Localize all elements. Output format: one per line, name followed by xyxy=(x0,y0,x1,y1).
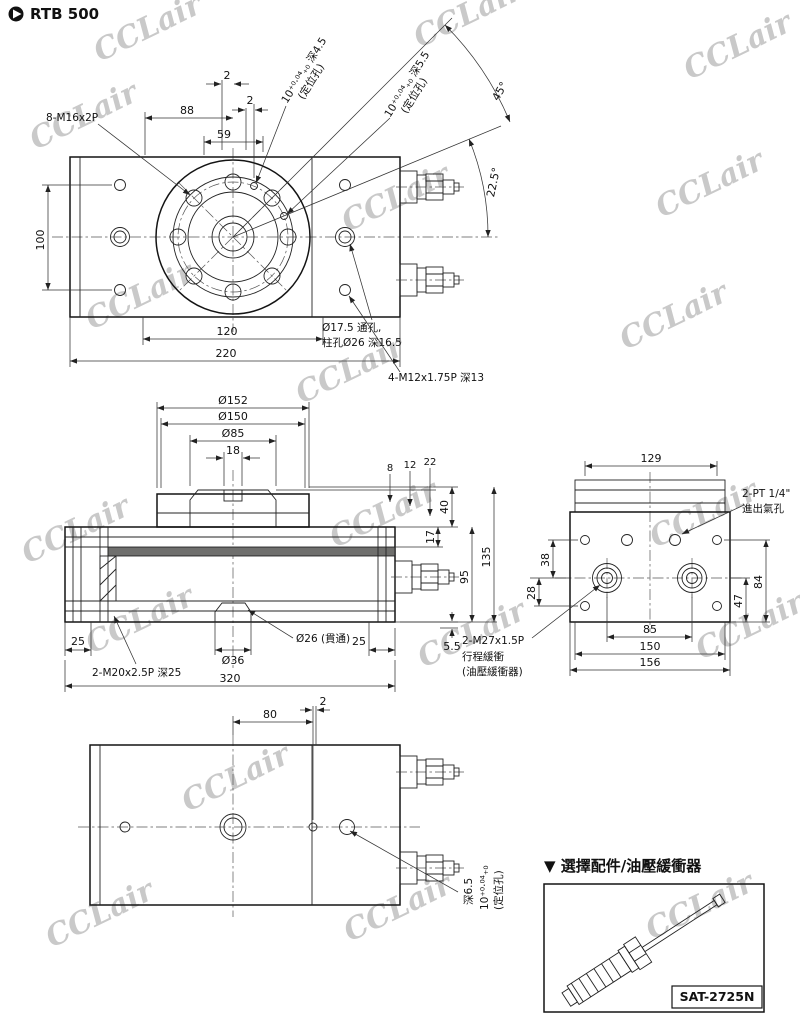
page-header: RTB 500 xyxy=(8,5,99,23)
dim-dia36: Ø36 xyxy=(222,654,245,667)
dim-22: 22 xyxy=(424,457,437,468)
bottom-view: 80 2 深6.5 10⁺⁰·⁰⁴₊₀ (定位孔) xyxy=(78,695,505,917)
tap-note-m20: 2-M20x2.5P 深25 xyxy=(92,667,181,679)
dim-17: 17 xyxy=(424,530,437,544)
watermark: CCLair xyxy=(640,864,761,947)
watermark: CCLair xyxy=(614,274,735,357)
accessory-panel: ▼ 選擇配件/油壓緩衝器 SAT-2725N xyxy=(543,857,765,1013)
shock-absorber-port xyxy=(390,560,460,594)
air-port-note-2: 進出氣孔 xyxy=(742,502,784,515)
dim-5-5: 5.5 xyxy=(443,640,461,653)
shock-absorber-port xyxy=(395,263,465,297)
counterbore-note: 柱孔Ø26 深16.5 xyxy=(322,336,402,349)
dim-80: 80 xyxy=(263,708,277,721)
dim-135: 135 xyxy=(480,547,493,568)
buffer-note-2: 行程緩衝 xyxy=(462,650,504,663)
dim-2-mid: 2 xyxy=(247,94,254,107)
watermark: CCLair xyxy=(336,156,457,239)
dim-25-right: 25 xyxy=(352,635,366,648)
air-port-note: 2-PT 1/4" xyxy=(742,488,790,500)
dim-320: 320 xyxy=(220,672,241,685)
flange-thread-note: 8-M16x2P xyxy=(46,112,98,124)
dim-59: 59 xyxy=(217,128,231,141)
watermark: CCLair xyxy=(40,872,161,955)
accessory-heading: ▼ 選擇配件/油壓緩衝器 xyxy=(544,857,702,875)
dim-18: 18 xyxy=(226,444,240,457)
angle-45-label: 45° xyxy=(489,80,510,103)
dim-dia26: Ø26 (貫通) xyxy=(296,633,350,645)
dim-38: 38 xyxy=(539,553,552,567)
buffer-thread-note: 2-M27x1.5P xyxy=(462,635,524,647)
dim-25-left: 25 xyxy=(71,635,85,648)
pin-dia-note: 10⁺⁰·⁰⁴₊₀ xyxy=(479,865,491,910)
watermark-layer: CCLair CCLair CCLair CCLair CCLair CCLai… xyxy=(16,0,800,955)
dim-dia152: Ø152 xyxy=(218,394,248,407)
pin-loc-note: (定位孔) xyxy=(492,870,505,910)
dim-2-bottom: 2 xyxy=(320,695,327,708)
watermark: CCLair xyxy=(88,0,209,69)
watermark: CCLair xyxy=(16,488,137,571)
dim-8: 8 xyxy=(387,463,393,474)
model-label-box xyxy=(671,985,763,1009)
dim-120: 120 xyxy=(217,325,238,338)
pin-hole-note-a: 10⁺⁰·⁰⁴₊₀ 深4.5 (定位孔) xyxy=(279,35,329,105)
watermark: CCLair xyxy=(80,578,201,661)
dim-12: 12 xyxy=(404,460,417,471)
watermark: CCLair xyxy=(690,584,800,667)
dim-95: 95 xyxy=(458,570,471,584)
dim-156: 156 xyxy=(640,656,661,669)
watermark: CCLair xyxy=(176,736,297,819)
watermark: CCLair xyxy=(408,0,529,55)
dim-47: 47 xyxy=(732,594,745,608)
shock-absorber-illustration xyxy=(561,893,726,1007)
dim-28: 28 xyxy=(525,586,538,600)
dim-40: 40 xyxy=(438,500,451,514)
front-view: Ø152 Ø150 Ø85 18 xyxy=(64,394,497,692)
side-view: 129 38 28 47 84 xyxy=(462,452,790,678)
bullet-icon xyxy=(8,6,24,22)
dim-220: 220 xyxy=(216,347,237,360)
watermark: CCLair xyxy=(650,142,771,225)
pin-hole-note-b: 10⁺⁰·⁰⁴₊₀ 深5.5 (定位孔) xyxy=(382,49,432,119)
dim-150: 150 xyxy=(640,640,661,653)
page-title: RTB 500 xyxy=(30,5,99,23)
dim-88: 88 xyxy=(180,104,194,117)
dim-100: 100 xyxy=(34,230,47,251)
dim-129: 129 xyxy=(641,452,662,465)
watermark: CCLair xyxy=(338,866,459,949)
angle-22-5-label: 22.5° xyxy=(484,166,503,198)
watermark: CCLair xyxy=(678,4,799,87)
accessory-box xyxy=(543,883,765,1013)
tap-note: 4-M12x1.75P 深13 xyxy=(388,372,484,384)
through-hole-note: Ø17.5 通孔, xyxy=(322,321,381,334)
dim-dia150: Ø150 xyxy=(218,410,248,423)
model-label: SAT-2725N xyxy=(680,989,755,1004)
pin-depth-note: 深6.5 xyxy=(463,878,475,905)
dim-85: 85 xyxy=(643,623,657,636)
dim-dia85: Ø85 xyxy=(222,427,245,440)
dim-84: 84 xyxy=(752,575,765,589)
shock-absorber-port xyxy=(395,755,465,789)
dim-2-top: 2 xyxy=(224,69,231,82)
buffer-note-3: (油壓緩衝器) xyxy=(462,665,523,678)
